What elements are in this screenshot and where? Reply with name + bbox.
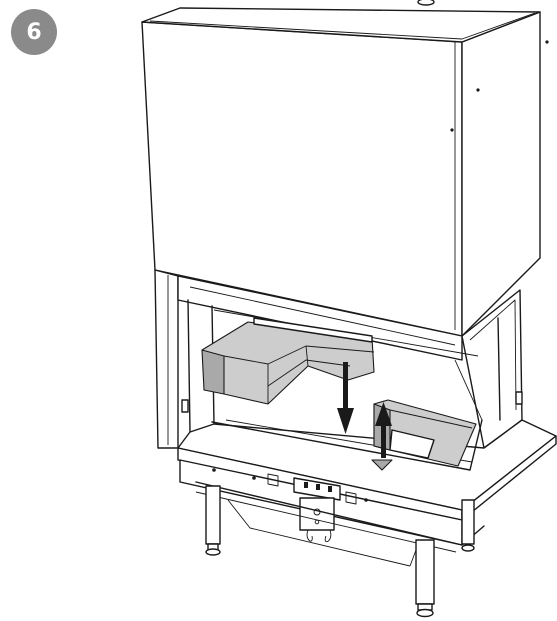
up-arrow-icon: [371, 402, 393, 471]
control-unit: [293, 477, 341, 543]
step-number: 6: [26, 19, 42, 45]
down-arrow-icon: [337, 362, 354, 434]
stand: [195, 481, 485, 618]
left-liner-piece: [201, 317, 375, 405]
hood: [141, 0, 549, 337]
step-number-badge: 6: [11, 9, 57, 55]
front-panel: [179, 459, 463, 546]
firebox-frame: [154, 269, 523, 449]
